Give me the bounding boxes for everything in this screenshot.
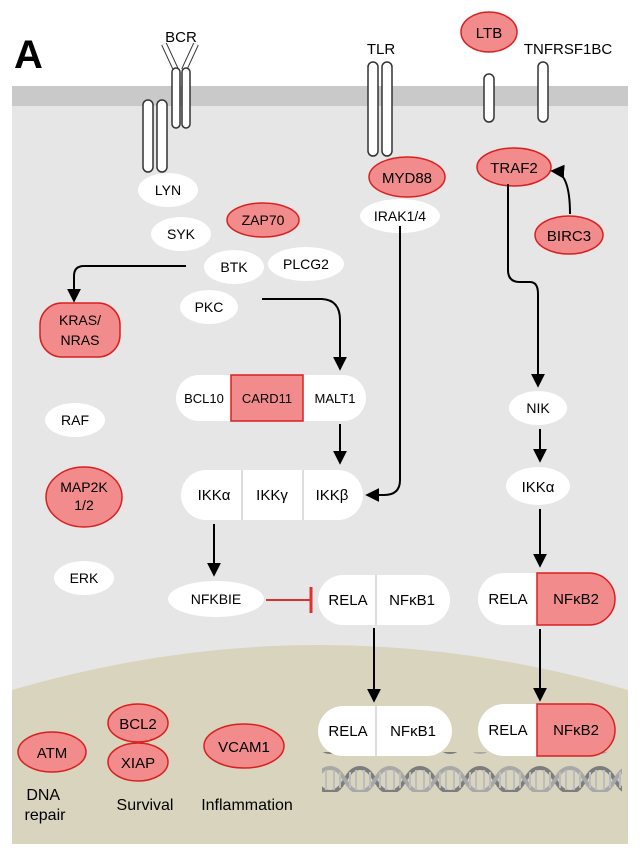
raf-label: RAF <box>61 412 89 428</box>
dna-repair-line: repair <box>25 807 67 824</box>
myd88-label: MYD88 <box>382 170 432 187</box>
ikk-alpha-label: IKKα <box>198 487 231 504</box>
nuclear-nfkb1-label: NFκB1 <box>390 723 436 740</box>
pkc-label: PKC <box>195 299 224 315</box>
plcg2-label: PLCG2 <box>283 256 329 272</box>
inflammation-label: Inflammation <box>201 797 293 814</box>
nfkbie-label: NFKBIE <box>191 591 242 607</box>
malt1-label: MALT1 <box>315 391 356 406</box>
nfkb2-label: NFκB2 <box>553 591 599 608</box>
birc3-label: BIRC3 <box>547 228 591 245</box>
nuclear-rela-label: RELA <box>328 723 367 740</box>
panel-label: A <box>14 33 43 77</box>
card11-label: CARD11 <box>242 391 292 406</box>
erk-label: ERK <box>70 570 99 586</box>
survival-label: Survival <box>117 797 174 814</box>
nuclear-rela-label: RELA <box>488 722 527 739</box>
kras-label-line: KRAS/ <box>59 312 101 328</box>
bcr-label: BCR <box>165 29 197 46</box>
dna-repair-line: DNA <box>26 787 60 804</box>
ikk-gamma-label: IKKγ <box>256 487 288 504</box>
tnfr-label: TNFRSF1BC <box>524 41 613 58</box>
map2k-label-line: MAP2K <box>60 479 108 495</box>
xiap-label: XIAP <box>121 755 155 772</box>
nuclear-nfkb2-label: NFκB2 <box>553 722 599 739</box>
zap70-label: ZAP70 <box>242 212 285 228</box>
bcl2-label: BCL2 <box>119 716 157 733</box>
irak-label: IRAK1/4 <box>374 208 426 224</box>
rela-label: RELA <box>488 591 527 608</box>
kras-label-line: NRAS <box>61 332 100 348</box>
dna-helix <box>322 752 622 792</box>
ltb-label: LTB <box>476 25 502 42</box>
vcam1-label: VCAM1 <box>218 739 270 756</box>
syk-label: SYK <box>167 226 196 242</box>
map2k-label-line: 1/2 <box>74 497 94 513</box>
lyn-label: LYN <box>155 182 181 198</box>
btk-label: BTK <box>220 259 248 275</box>
ikka-label: IKKα <box>522 479 555 496</box>
cell-membrane <box>12 86 628 106</box>
traf2-label: TRAF2 <box>490 160 538 177</box>
atm-label: ATM <box>37 745 68 762</box>
nfkb1-label: NFκB1 <box>389 592 435 609</box>
rela-label: RELA <box>328 592 367 609</box>
tlr-label: TLR <box>367 41 396 58</box>
ikk-beta-label: IKKβ <box>316 487 349 504</box>
nik-label: NIK <box>526 400 550 416</box>
bcl10-label: BCL10 <box>184 391 224 406</box>
